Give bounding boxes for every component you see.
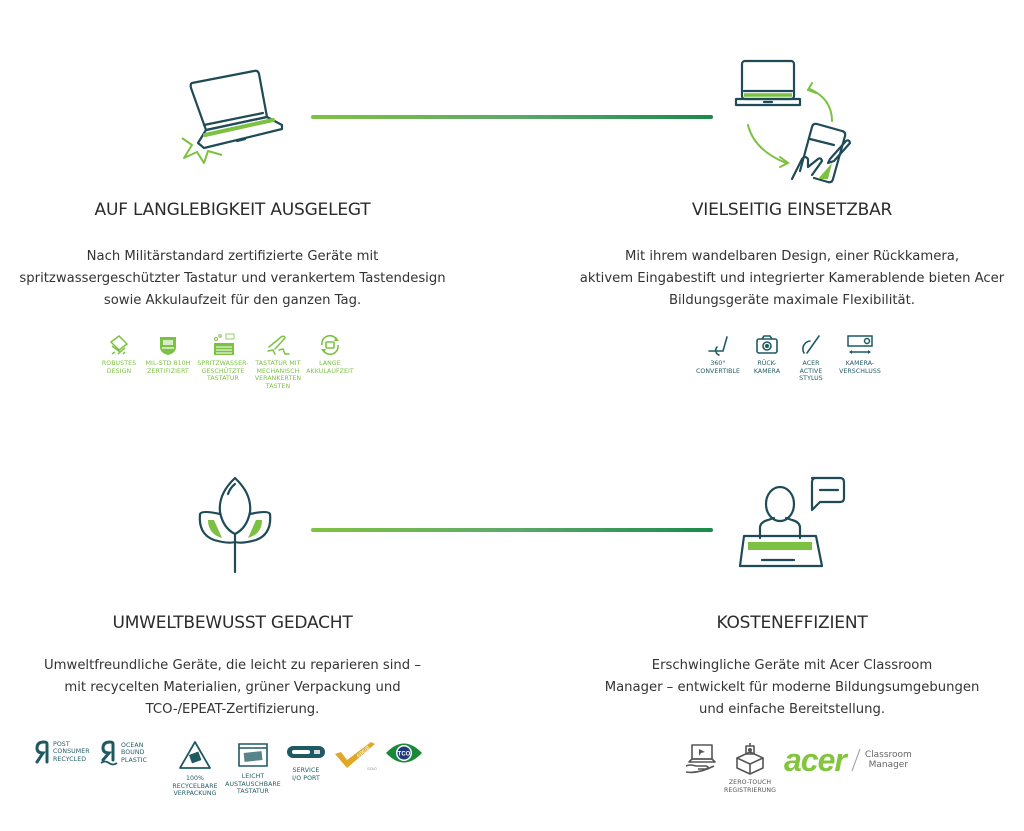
- description-line: Bildungsgeräte maximale Flexibilität.: [668, 293, 916, 308]
- section-description: Umweltfreundliche Geräte, die leicht zu …: [0, 655, 465, 721]
- badge-label: TASTATUR MIT MECHANISCH VERANKERTEN TAST…: [254, 360, 302, 390]
- badge-zero-touch: ZERO-TOUCH REGISTRIERUNG: [722, 742, 778, 794]
- acer-classroom-manager-logo: acer Classroom Manager: [784, 744, 912, 776]
- connector-line-bottom: [311, 528, 713, 532]
- badge-label: ROBUSTES DESIGN: [101, 360, 137, 375]
- badge-post-consumer-recycled: POST CONSUMER RECYCLED: [34, 740, 100, 764]
- robust-design-icon: [109, 335, 129, 355]
- badge-service-io-port: SERVICE I/O PORT: [282, 740, 330, 782]
- badge-label: KAMERA- VERSCHLUSS: [839, 360, 881, 375]
- badge-label: ACER ACTIVE STYLUS: [799, 360, 823, 382]
- description-line: Nach Militärstandard zertifizierte Gerät…: [86, 249, 379, 264]
- convertible-360-icon: [708, 336, 728, 356]
- acer-logo: acer: [784, 742, 847, 778]
- logo-divider: [851, 748, 861, 772]
- feature-badges: ROBUSTES DESIGN MIL-STD 810H ZERTIFIZIER…: [98, 333, 354, 390]
- section-title: KOSTENEFFIZIENT: [716, 613, 868, 633]
- badge-rear-camera: RÜCK- KAMERA: [744, 333, 790, 375]
- tco-certified-icon: TCO: [386, 743, 422, 763]
- badge-camera-shutter: KAMERA- VERSCHLUSS: [832, 333, 888, 375]
- badge-spill-resistant: SPRITZWASSER- GESCHÜTZTE TASTATUR: [196, 333, 250, 383]
- rugged-laptop-icon: [170, 55, 290, 170]
- section-description: Nach Militärstandard zertifizierte Gerät…: [0, 246, 465, 312]
- description-line: sowie Akkulaufzeit für den ganzen Tag.: [103, 293, 362, 308]
- spill-resistant-keyboard-icon: [214, 333, 235, 355]
- description-line: Manager – entwickelt für moderne Bildung…: [604, 680, 980, 695]
- badge-label: 100% RECYCELBARE VERPACKUNG: [172, 775, 218, 797]
- section-title: UMWELTBEWUSST GEDACHT: [112, 613, 353, 633]
- long-battery-icon: [321, 334, 339, 356]
- section-title: AUF LANGLEBIGKEIT AUSGELEGT: [94, 200, 371, 220]
- connector-line-top: [311, 115, 713, 119]
- anchored-keys-icon: [267, 335, 290, 355]
- badge-robust-design: ROBUSTES DESIGN: [98, 333, 140, 375]
- zero-touch-box-icon: [736, 743, 764, 775]
- svg-text:TCO: TCO: [398, 752, 411, 758]
- post-consumer-recycled-icon: [35, 740, 49, 764]
- service-io-port-icon: [287, 746, 325, 758]
- badge-label: MIL-STD 810H ZERTIFIZIERT: [145, 360, 191, 375]
- badge-label: LANGE AKKULAUFZEIT: [306, 360, 354, 375]
- badge-long-battery: LANGE AKKULAUFZEIT: [306, 333, 354, 375]
- description-line: aktivem Eingabestift und integrierter Ka…: [579, 271, 1005, 286]
- feature-badges: 360° CONVERTIBLE RÜCK- KAMERA ACER ACTIV…: [692, 333, 888, 383]
- description-line: Mit ihrem wandelbaren Design, einer Rück…: [624, 249, 960, 264]
- teacher-laptop-icon: [738, 474, 848, 574]
- rear-camera-icon: [756, 335, 778, 354]
- badge-label: RÜCK- KAMERA: [753, 360, 781, 375]
- plant-icon: [192, 472, 278, 576]
- description-line: Umweltfreundliche Geräte, die leicht zu …: [44, 658, 421, 673]
- badge-label: SPRITZWASSER- GESCHÜTZTE TASTATUR: [197, 360, 249, 382]
- convertible-devices-icon: [728, 55, 858, 185]
- description-line: mit recycelten Materialien, grüner Verpa…: [64, 680, 401, 695]
- mil-std-shield-icon: [160, 337, 176, 355]
- section-description: Mit ihrem wandelbaren Design, einer Rück…: [560, 246, 1024, 312]
- recyclable-packaging-icon: [179, 741, 211, 769]
- badge-tco-certified: TCO: [382, 740, 426, 766]
- badge-label: OCEAN BOUND PLASTIC: [121, 741, 148, 764]
- section-title: VIELSEITIG EINSETZBAR: [691, 200, 893, 220]
- section-description: Erschwingliche Geräte mit Acer Classroom…: [560, 655, 1024, 721]
- classroom-manager-label: Classroom Manager: [864, 750, 912, 770]
- description-line: Erschwingliche Geräte mit Acer Classroom: [651, 658, 933, 673]
- active-stylus-icon: [802, 335, 820, 354]
- description-line: und einfache Bereitstellung.: [698, 702, 886, 717]
- feature-badges: ZERO-TOUCH REGISTRIERUNG acer Classroom …: [680, 742, 912, 794]
- badge-ocean-bound-plastic: OCEAN BOUND PLASTIC: [100, 740, 166, 766]
- badge-label: SERVICE I/O PORT: [292, 767, 320, 782]
- managed-laptop-icon: [685, 744, 716, 774]
- ocean-bound-plastic-icon: [100, 740, 118, 766]
- badge-convertible: 360° CONVERTIBLE: [692, 333, 744, 375]
- feature-badges: POST CONSUMER RECYCLED OCEAN BOUND PLAST…: [34, 740, 426, 798]
- description-line: spritzwassergeschützter Tastatur und ver…: [19, 271, 446, 286]
- description-line: TCO-/EPEAT-Zertifizierung.: [145, 702, 320, 717]
- camera-shutter-icon: [847, 335, 873, 354]
- svg-text:GOLD: GOLD: [367, 767, 377, 771]
- badge-label: POST CONSUMER RECYCLED: [53, 740, 90, 763]
- badge-label: 360° CONVERTIBLE: [695, 360, 741, 375]
- replaceable-keyboard-icon: [238, 743, 268, 767]
- badge-label: LEICHT AUSTAUSCHBARE TASTATUR: [225, 773, 281, 795]
- badge-label: ZERO-TOUCH REGISTRIERUNG: [723, 779, 777, 794]
- badge-recyclable-packaging: 100% RECYCELBARE VERPACKUNG: [166, 740, 224, 798]
- badge-active-stylus: ACER ACTIVE STYLUS: [790, 333, 832, 383]
- badge-mil-std: MIL-STD 810H ZERTIFIZIERT: [140, 333, 196, 375]
- badge-managed-laptop: [680, 742, 722, 776]
- badge-anchored-keys: TASTATUR MIT MECHANISCH VERANKERTEN TAST…: [250, 333, 306, 390]
- badge-replaceable-keyboard: LEICHT AUSTAUSCHBARE TASTATUR: [224, 740, 282, 796]
